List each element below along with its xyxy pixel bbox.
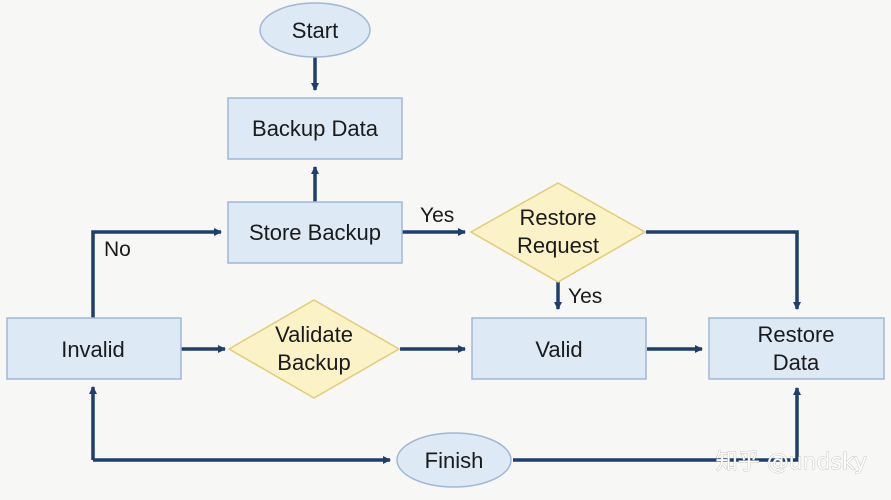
- node-restore-data-label-line2: Data: [773, 350, 820, 375]
- node-valid-label: Valid: [535, 337, 582, 362]
- node-store-backup-shape: [227, 201, 403, 264]
- node-store-backup[interactable]: Store Backup: [227, 201, 403, 264]
- node-backup-data-shape: [227, 97, 403, 160]
- node-start-shape: [259, 2, 371, 58]
- node-restore-request-shape: [469, 182, 647, 283]
- node-invalid-label: Invalid: [61, 337, 125, 362]
- watermark-text: 知乎 @undsky: [716, 450, 867, 475]
- edge-finish-to-restore-data: [513, 387, 801, 462]
- edge-label-yes-request: Yes: [420, 204, 454, 227]
- edge-invalid-to-store-backup: [91, 228, 222, 318]
- node-valid[interactable]: Valid: [471, 317, 647, 380]
- edge-label-yes-valid: Yes: [568, 285, 602, 308]
- node-validate-backup-shape: [227, 299, 401, 399]
- node-store-backup-label: Store Backup: [249, 220, 381, 245]
- node-restore-data-label-line1: Restore: [757, 322, 834, 347]
- node-start[interactable]: Start: [259, 2, 371, 58]
- node-validate-backup[interactable]: Validate Backup: [227, 299, 401, 399]
- node-restore-data-shape: [708, 317, 885, 380]
- edges: [89, 57, 801, 464]
- node-restore-request-label-line2: Request: [517, 233, 599, 258]
- node-restore-request-label-line1: Restore: [519, 205, 596, 230]
- node-invalid[interactable]: Invalid: [6, 317, 182, 380]
- node-backup-data[interactable]: Backup Data: [227, 97, 403, 160]
- node-backup-data-label: Backup Data: [252, 116, 379, 141]
- node-validate-backup-label-line1: Validate: [275, 322, 353, 347]
- node-start-label: Start: [292, 18, 338, 43]
- node-restore-data[interactable]: Restore Data: [708, 317, 885, 380]
- edge-restore-request-to-restore-data: [646, 230, 801, 310]
- node-valid-shape: [471, 317, 647, 380]
- node-finish-label: Finish: [425, 448, 484, 473]
- node-finish[interactable]: Finish: [396, 432, 512, 488]
- edge-label-no: No: [104, 238, 131, 261]
- node-restore-request[interactable]: Restore Request: [469, 182, 647, 283]
- node-finish-shape: [396, 432, 512, 488]
- node-validate-backup-label-line2: Backup: [277, 350, 350, 375]
- node-invalid-shape: [6, 317, 182, 380]
